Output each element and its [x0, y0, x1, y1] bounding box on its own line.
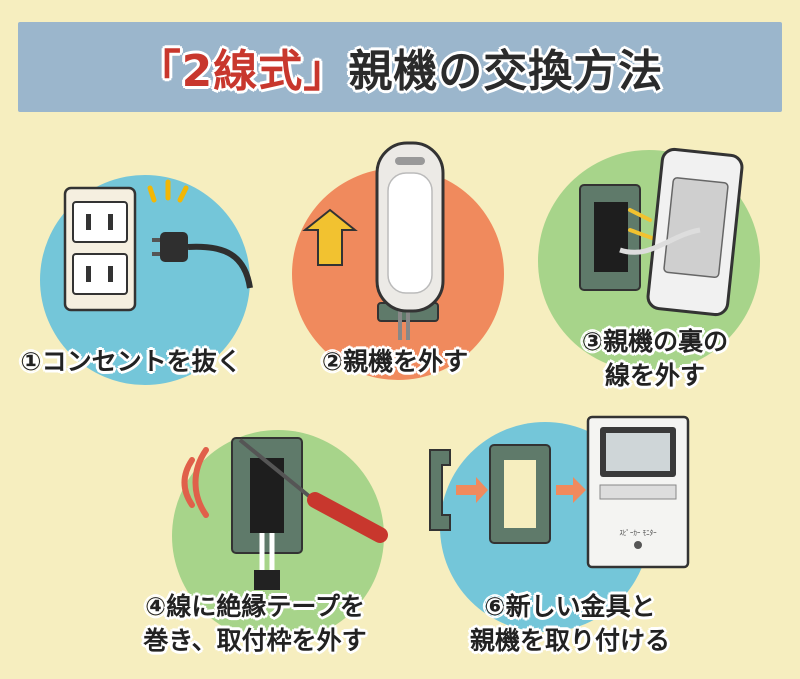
disconnect-wire-icon — [579, 147, 744, 317]
step6-label: ⑥新しい金具と 親機を取り付ける — [430, 590, 710, 658]
unplug-icon — [63, 179, 253, 312]
title-banner: 「2線式」親機の交換方法 — [18, 22, 782, 112]
step2-number: ② — [321, 347, 344, 376]
step3-line2: 線を外す — [604, 361, 705, 390]
tape-screwdriver-icon — [181, 437, 388, 590]
step3-label: ③親機の裏の 線を外す — [545, 325, 765, 393]
title-red-part: 「2線式」 — [136, 46, 349, 97]
title-dark-part: 親機の交換方法 — [348, 46, 664, 97]
step6-number: ⑥ — [484, 592, 506, 621]
remove-unit-icon — [302, 141, 445, 340]
page-title: 「2線式」親機の交換方法 — [137, 35, 664, 99]
step3-line1: 親機の裏の — [603, 327, 729, 356]
monitor-label: ｽﾋﾟｰｶｰ ﾓﾆﾀｰ — [619, 529, 657, 537]
step3-number: ③ — [581, 327, 604, 356]
step2-line1: 親機を外す — [343, 347, 469, 376]
step4-line1: 線に絶縁テープを — [166, 592, 365, 621]
install-monitor-icon: ｽﾋﾟｰｶｰ ﾓﾆﾀｰ — [429, 415, 690, 569]
step6-line2: 親機を取り付ける — [469, 626, 670, 655]
step1-label: ①コンセントを抜く — [6, 345, 256, 379]
step6-line1: 新しい金具と — [505, 592, 656, 621]
step2-label: ②親機を外す — [290, 345, 500, 379]
step4-number: ④ — [145, 592, 167, 621]
step4-label: ④線に絶縁テープを 巻き、取付枠を外す — [110, 590, 400, 658]
step1-line1: コンセントを抜く — [41, 347, 242, 376]
step1-number: ① — [20, 347, 42, 376]
step4-line2: 巻き、取付枠を外す — [143, 626, 367, 655]
